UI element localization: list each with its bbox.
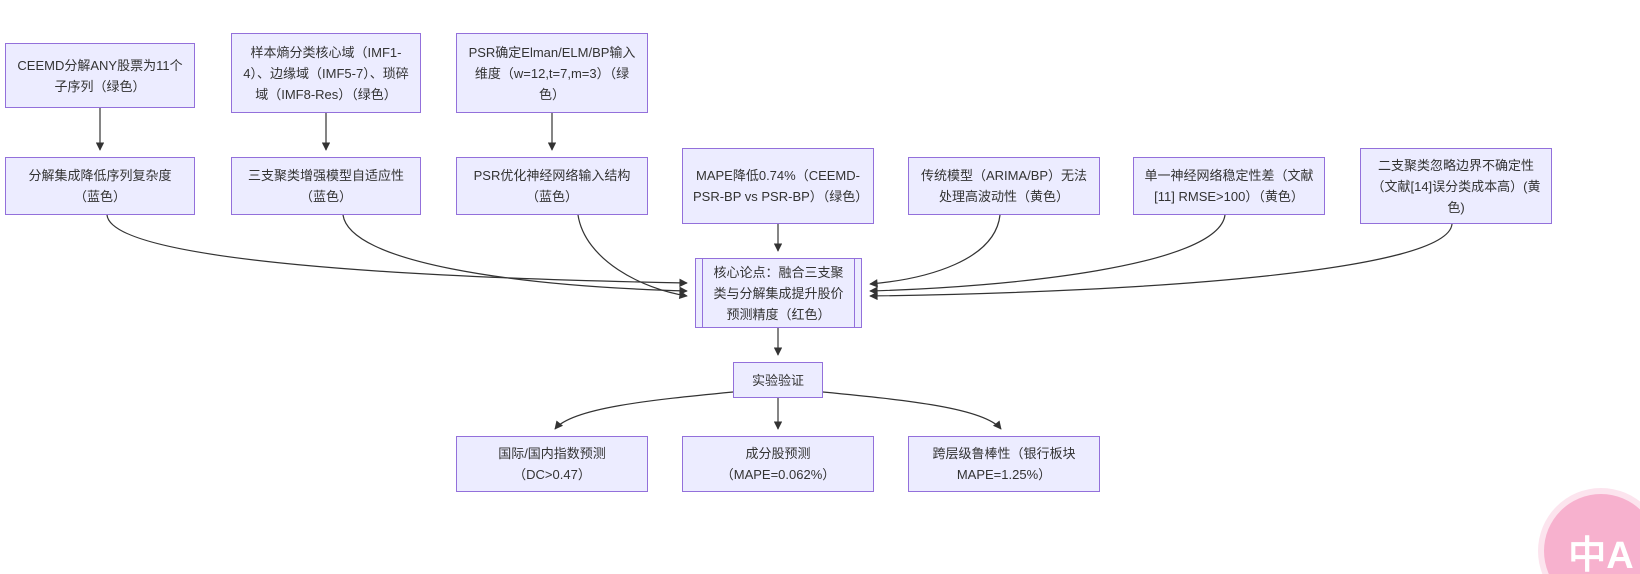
edge-structure-to-core bbox=[577, 214, 688, 299]
node-two-way-limit-label: 二支聚类忽略边界不确定性（文献[14]误分类成本高）(黄色) bbox=[1371, 157, 1541, 215]
edge-experiment-to-index bbox=[554, 391, 734, 430]
edge-experiment-to-robustness bbox=[822, 391, 1002, 430]
edge-twoway-to-core bbox=[869, 223, 1453, 301]
node-experiment-validation-label: 实验验证 bbox=[751, 372, 804, 388]
node-core-thesis: 核心论点：融合三支聚类与分解集成提升股价预测精度（红色） bbox=[695, 258, 862, 328]
node-three-way-adaptive: 三支聚类增强模型自适应性（蓝色） bbox=[231, 157, 421, 215]
node-single-nn-instability: 单一神经网络稳定性差（文献[11] RMSE>100）（黄色） bbox=[1133, 157, 1325, 215]
node-mape-reduction: MAPE降低0.74%（CEEMD-PSR-BP vs PSR-BP）（绿色） bbox=[682, 148, 874, 224]
node-decomposition-benefit: 分解集成降低序列复杂度（蓝色） bbox=[5, 157, 195, 215]
node-constituent-prediction: 成分股预测（MAPE=0.062%） bbox=[682, 436, 874, 492]
node-psr-dimension-label: PSR确定Elman/ELM/BP输入维度（w=12,t=7,m=3）（绿色） bbox=[468, 44, 636, 102]
node-two-way-limit: 二支聚类忽略边界不确定性（文献[14]误分类成本高）(黄色) bbox=[1360, 148, 1552, 224]
edge-adaptive-to-core bbox=[342, 214, 688, 295]
edge-traditional-to-core bbox=[869, 214, 1001, 288]
node-ceemd-decompose: CEEMD分解ANY股票为11个子序列（绿色） bbox=[5, 43, 195, 108]
node-decomposition-benefit-label: 分解集成降低序列复杂度（蓝色） bbox=[28, 168, 172, 204]
node-three-way-adaptive-label: 三支聚类增强模型自适应性（蓝色） bbox=[247, 168, 404, 204]
edge-complexity-to-core bbox=[106, 214, 688, 288]
node-traditional-limit-label: 传统模型（ARIMA/BP）无法处理高波动性（黄色） bbox=[920, 168, 1088, 204]
node-psr-structure: PSR优化神经网络输入结构（蓝色） bbox=[456, 157, 648, 215]
translate-widget-button[interactable]: 中A bbox=[1544, 494, 1640, 574]
node-ceemd-decompose-label: CEEMD分解ANY股票为11个子序列（绿色） bbox=[17, 57, 183, 94]
node-psr-structure-label: PSR优化神经网络输入结构（蓝色） bbox=[473, 168, 631, 204]
node-constituent-prediction-label: 成分股预测（MAPE=0.062%） bbox=[720, 446, 836, 482]
node-cross-level-robustness: 跨层级鲁棒性（银行板块 MAPE=1.25%） bbox=[908, 436, 1100, 492]
node-index-prediction-label: 国际/国内指数预测（DC>0.47） bbox=[498, 446, 606, 482]
node-experiment-validation: 实验验证 bbox=[733, 362, 823, 398]
translate-icon: 中A bbox=[1568, 534, 1634, 574]
node-mape-reduction-label: MAPE降低0.74%（CEEMD-PSR-BP vs PSR-BP）（绿色） bbox=[693, 168, 869, 204]
node-traditional-limit: 传统模型（ARIMA/BP）无法处理高波动性（黄色） bbox=[908, 157, 1100, 215]
node-index-prediction: 国际/国内指数预测（DC>0.47） bbox=[456, 436, 648, 492]
node-single-nn-instability-label: 单一神经网络稳定性差（文献[11] RMSE>100）（黄色） bbox=[1144, 168, 1314, 204]
node-core-thesis-label: 核心论点：融合三支聚类与分解集成提升股价预测精度（红色） bbox=[713, 264, 844, 322]
node-sample-entropy: 样本熵分类核心域（IMF1-4）、边缘域（IMF5-7）、琐碎域（IMF8-Re… bbox=[231, 33, 421, 113]
node-cross-level-robustness-label: 跨层级鲁棒性（银行板块 MAPE=1.25%） bbox=[932, 446, 1076, 482]
node-psr-dimension: PSR确定Elman/ELM/BP输入维度（w=12,t=7,m=3）（绿色） bbox=[456, 33, 648, 113]
node-sample-entropy-label: 样本熵分类核心域（IMF1-4）、边缘域（IMF5-7）、琐碎域（IMF8-Re… bbox=[243, 44, 409, 102]
edge-singlenn-to-core bbox=[869, 214, 1226, 295]
